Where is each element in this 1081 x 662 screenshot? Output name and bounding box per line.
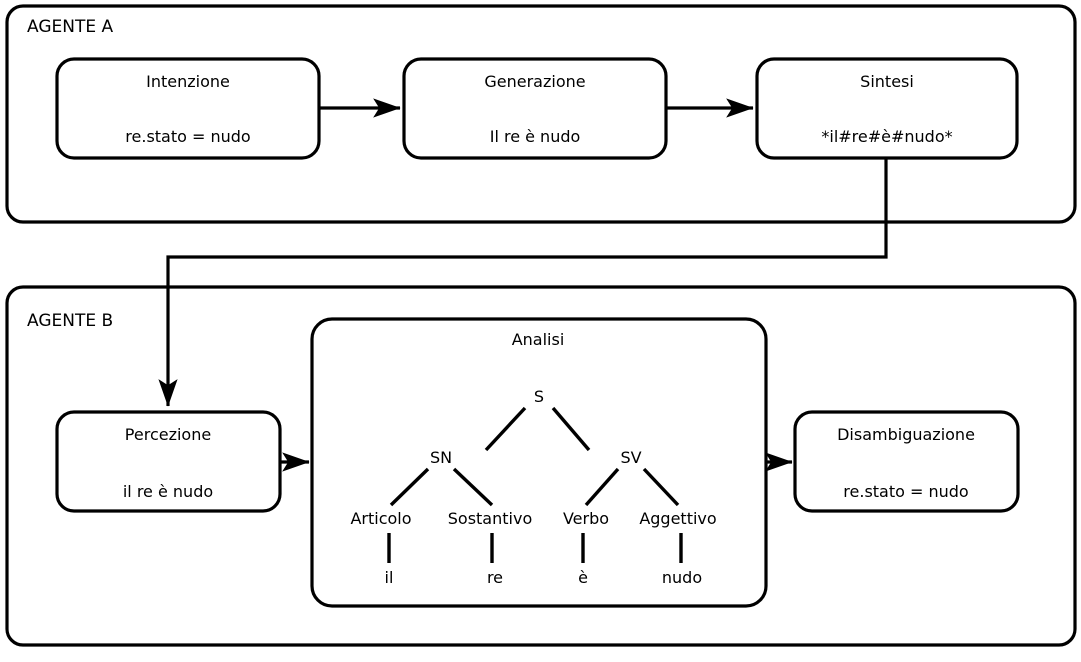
tree-node-sostantivo: Sostantivo: [448, 509, 532, 528]
node-intenzione-value: re.stato = nudo: [125, 127, 250, 146]
tree-edge-s-sv: [551, 406, 591, 452]
node-disambiguazione-title: Disambiguazione: [837, 425, 975, 444]
agent-b-panel: AGENTE B: [5, 285, 1077, 647]
node-sintesi-title: Sintesi: [860, 72, 914, 91]
parse-tree: S SN SV Articolo Sostantivo Verbo Aggett…: [350, 387, 716, 587]
node-sintesi-value: *il#re#è#nudo*: [821, 127, 952, 146]
node-analisi-title: Analisi: [512, 330, 565, 349]
node-disambiguazione-box[interactable]: [793, 410, 1020, 513]
agent-a-panel: AGENTE A: [5, 4, 1077, 224]
tree-node-sn: SN: [430, 448, 452, 467]
node-percezione-title: Percezione: [125, 425, 211, 444]
agent-b-label: AGENTE B: [27, 311, 113, 331]
node-percezione[interactable]: Percezione il re è nudo: [55, 410, 282, 513]
tree-terminal-nudo: nudo: [662, 568, 702, 587]
tree-edge-sn-articolo: [389, 467, 430, 507]
tree-edge-sv-aggettivo: [642, 467, 680, 507]
node-generazione[interactable]: Generazione Il re è nudo: [402, 57, 668, 160]
tree-terminal-re: re: [487, 568, 503, 587]
tree-edge-s-sn: [484, 406, 527, 452]
tree-node-verbo: Verbo: [563, 509, 609, 528]
tree-terminal-il: il: [385, 568, 394, 587]
tree-node-articolo: Articolo: [350, 509, 411, 528]
node-generazione-title: Generazione: [484, 72, 585, 91]
tree-edge-sv-verbo: [584, 467, 620, 507]
node-percezione-value: il re è nudo: [123, 482, 213, 501]
agent-a-label: AGENTE A: [27, 17, 113, 37]
tree-node-sv: SV: [620, 448, 641, 467]
node-generazione-value: Il re è nudo: [490, 127, 581, 146]
node-sintesi[interactable]: Sintesi *il#re#è#nudo*: [755, 57, 1019, 160]
agent-a-border: [5, 4, 1077, 224]
arrow-sintesi-to-percezione: [158, 158, 888, 407]
node-disambiguazione[interactable]: Disambiguazione re.stato = nudo: [793, 410, 1020, 513]
tree-node-s: S: [534, 387, 544, 406]
node-analisi-box[interactable]: [310, 317, 768, 608]
node-analisi[interactable]: Analisi S SN SV Articolo Sostantivo Verb…: [310, 317, 768, 608]
tree-terminal-e: è: [578, 568, 588, 587]
node-disambiguazione-value: re.stato = nudo: [843, 482, 968, 501]
tree-edge-sn-sostantivo: [452, 467, 494, 507]
agent-b-border: [5, 285, 1077, 647]
tree-node-aggettivo: Aggettivo: [639, 509, 716, 528]
node-intenzione-title: Intenzione: [146, 72, 230, 91]
node-intenzione[interactable]: Intenzione re.stato = nudo: [55, 57, 321, 160]
